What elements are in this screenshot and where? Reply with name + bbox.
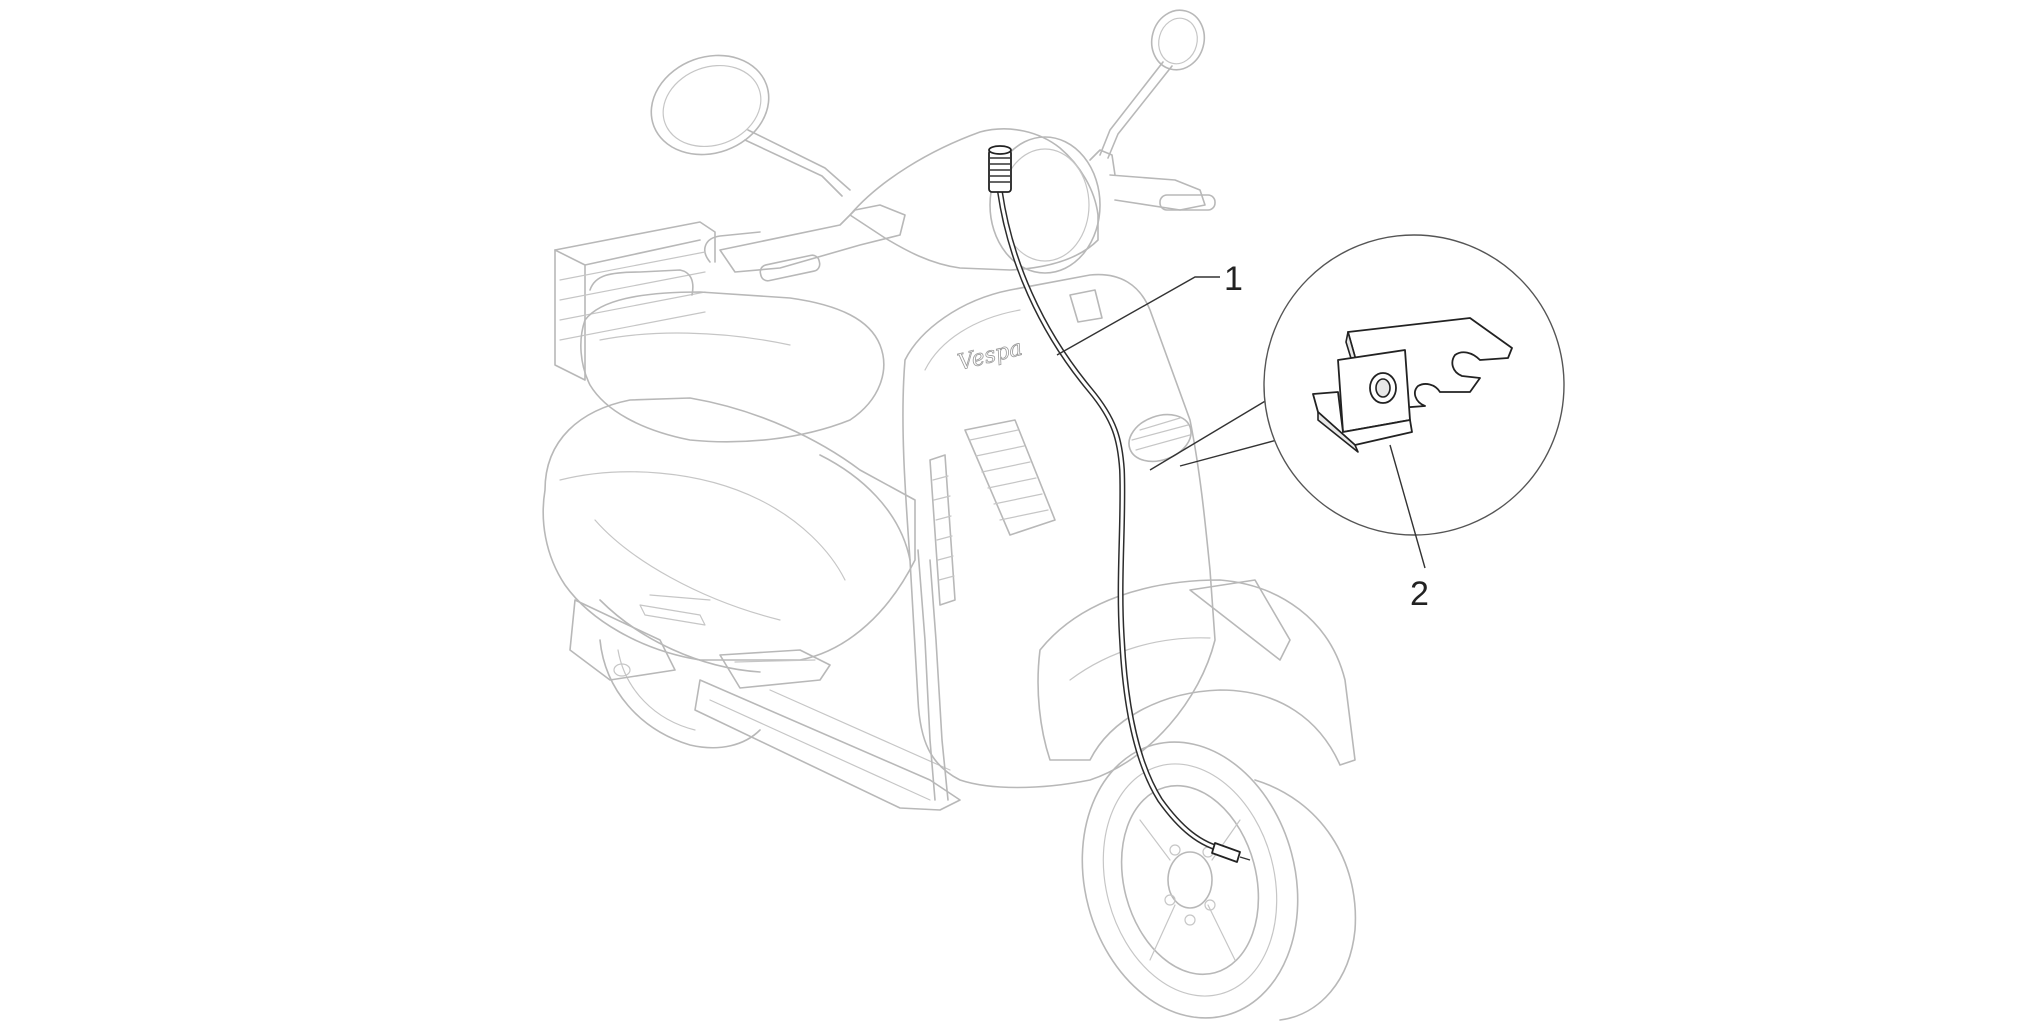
seat bbox=[580, 291, 885, 443]
rear-wheel bbox=[569, 594, 761, 749]
front-wheel bbox=[1081, 741, 1357, 1021]
callout-2-label: 2 bbox=[1410, 575, 1429, 613]
cable-upper-fitting bbox=[988, 145, 1012, 193]
detail-view bbox=[1149, 234, 1565, 536]
vespa-logo: Vespa bbox=[955, 336, 1024, 376]
rear-rack bbox=[554, 221, 716, 381]
front-fender bbox=[1037, 579, 1356, 766]
callout-2-leader bbox=[1389, 444, 1426, 569]
scooter-outline: Vespa bbox=[542, 9, 1357, 1021]
part-2-bracket bbox=[1312, 317, 1513, 453]
handlebars bbox=[704, 149, 1216, 282]
left-mirror bbox=[650, 54, 851, 197]
callout-1-label: 1 bbox=[1224, 260, 1243, 298]
callout-1-leader bbox=[1056, 276, 1220, 356]
part-1-cable bbox=[988, 145, 1251, 863]
cable-lower-fitting bbox=[1211, 842, 1251, 863]
headset bbox=[849, 128, 1101, 274]
right-mirror bbox=[1099, 9, 1206, 159]
rear-body bbox=[542, 397, 916, 673]
floorboard bbox=[694, 649, 961, 811]
